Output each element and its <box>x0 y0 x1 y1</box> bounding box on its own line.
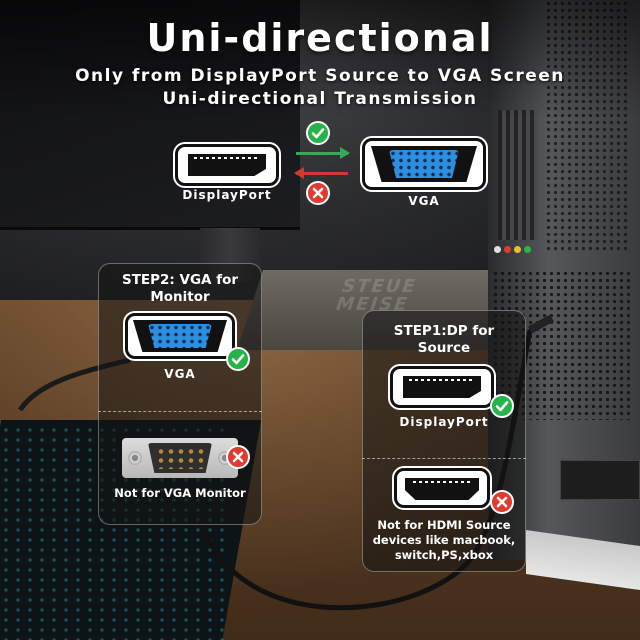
led-white <box>494 246 501 253</box>
led-yellow <box>514 246 521 253</box>
led-red <box>504 246 511 253</box>
pc-power-socket <box>560 460 640 500</box>
reverse-arrow <box>294 167 348 179</box>
pc-expansion-slots <box>498 110 538 240</box>
check-icon <box>306 121 330 145</box>
subtitle-line-1: Only from DisplayPort Source to VGA Scre… <box>75 66 565 86</box>
page-title: Uni-directional <box>146 16 494 60</box>
step1-title: STEP1:DP for Source <box>393 323 495 356</box>
displayport-icon <box>175 144 279 186</box>
displayport-label: DisplayPort <box>182 188 272 202</box>
cross-icon <box>306 181 330 205</box>
forward-arrow <box>296 147 350 159</box>
step1-cross-icon <box>490 490 514 514</box>
hdmi-icon <box>394 468 490 508</box>
step1-unsupported-note: Not for HDMI Source devices like macbook… <box>372 518 516 562</box>
step2-title: STEP2: VGA for Monitor <box>121 272 239 305</box>
step2-vga-label: VGA <box>164 367 196 381</box>
step1-panel <box>362 310 526 572</box>
step1-displayport-icon <box>390 366 494 408</box>
vga-label: VGA <box>408 194 440 208</box>
step2-cross-icon <box>226 445 250 469</box>
step1-displayport-label: DisplayPort <box>399 415 489 429</box>
top-shade <box>0 0 640 120</box>
step1-divider <box>362 458 526 459</box>
vga-icon <box>362 138 486 190</box>
step1-check-icon <box>490 394 514 418</box>
pc-leds <box>494 246 534 256</box>
step2-panel <box>98 263 262 525</box>
serial-db9-icon <box>122 438 238 478</box>
step2-vga-icon <box>125 313 235 359</box>
step2-check-icon <box>226 347 250 371</box>
subtitle-line-2: Uni-directional Transmission <box>162 89 478 109</box>
led-green <box>524 246 531 253</box>
step2-unsupported-note: Not for VGA Monitor <box>114 486 246 500</box>
step2-divider <box>98 411 262 412</box>
